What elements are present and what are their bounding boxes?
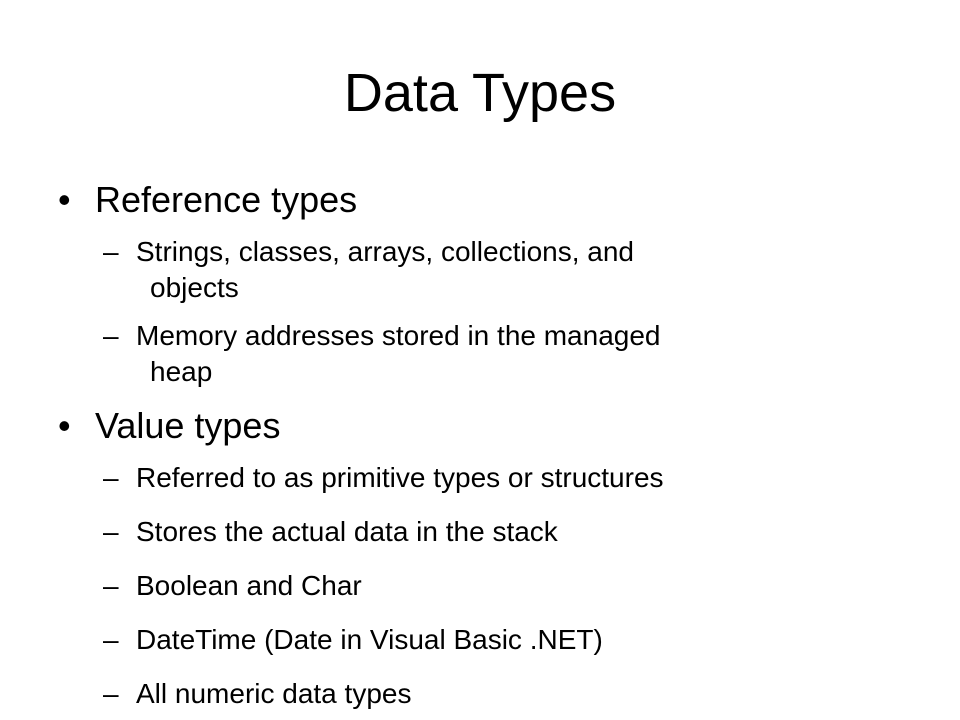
dash-icon: –	[103, 236, 119, 267]
dash-icon: –	[103, 320, 119, 351]
sub-bullet-text: Stores the actual data in the stack	[136, 516, 558, 547]
bullet-value-types: • Value types	[58, 404, 918, 448]
bullet-reference-types: • Reference types	[58, 178, 918, 222]
dash-icon: –	[103, 516, 119, 547]
sub-bullet-stack-storage: – Stores the actual data in the stack	[58, 514, 918, 550]
bullet-icon: •	[58, 405, 71, 446]
sub-bullet-text-continued: heap	[150, 356, 213, 387]
sub-bullet-primitive-types: – Referred to as primitive types or stru…	[58, 460, 918, 496]
slide-body: • Reference types – Strings, classes, ar…	[58, 178, 918, 712]
sub-bullet-strings-classes: – Strings, classes, arrays, collections,…	[58, 234, 918, 306]
sub-bullet-text: Strings, classes, arrays, collections, a…	[136, 236, 634, 267]
sub-bullet-boolean-char: – Boolean and Char	[58, 568, 918, 604]
sub-bullet-text: All numeric data types	[136, 678, 412, 709]
sub-bullet-text: DateTime (Date in Visual Basic .NET)	[136, 624, 603, 655]
sub-bullet-numeric-types: – All numeric data types	[58, 676, 918, 712]
dash-icon: –	[103, 462, 119, 493]
bullet-text: Value types	[95, 405, 281, 446]
dash-icon: –	[103, 624, 119, 655]
sub-bullet-text: Memory addresses stored in the managed	[136, 320, 661, 351]
slide-title: Data Types	[343, 63, 617, 123]
dash-icon: –	[103, 678, 119, 709]
sub-bullet-datetime: – DateTime (Date in Visual Basic .NET)	[58, 622, 918, 658]
dash-icon: –	[103, 570, 119, 601]
sub-bullet-text: Referred to as primitive types or struct…	[136, 462, 664, 493]
bullet-icon: •	[58, 179, 71, 220]
sub-bullet-memory-addresses: – Memory addresses stored in the managed…	[58, 318, 918, 390]
sub-bullet-text-continued: objects	[150, 272, 239, 303]
sub-bullet-text: Boolean and Char	[136, 570, 362, 601]
bullet-text: Reference types	[95, 179, 358, 220]
